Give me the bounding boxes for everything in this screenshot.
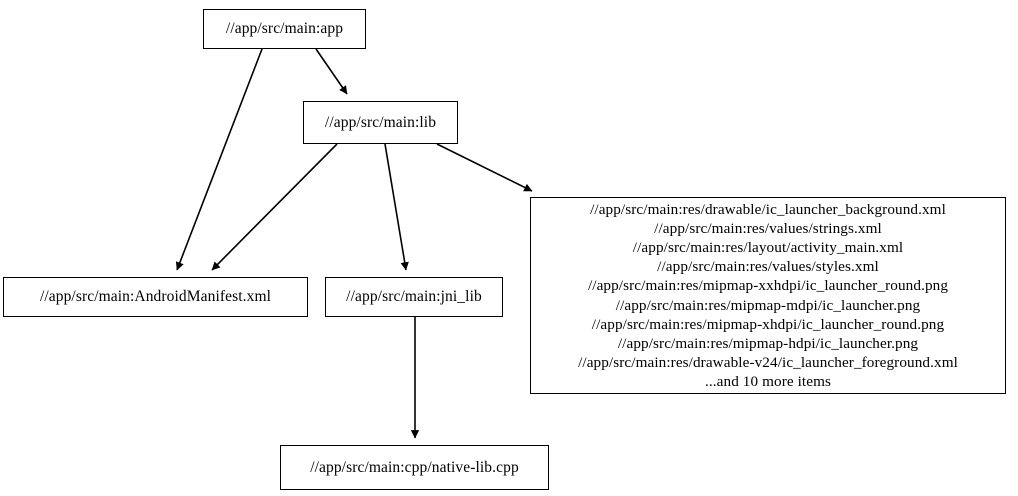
node-android-manifest-label: //app/src/main:AndroidManifest.xml xyxy=(39,288,272,306)
node-jni-lib[interactable]: //app/src/main:jni_lib xyxy=(325,277,503,317)
edge-lib-to-jni-lib xyxy=(384,143,409,271)
node-android-manifest[interactable]: //app/src/main:AndroidManifest.xml xyxy=(3,277,308,317)
node-app[interactable]: //app/src/main:app xyxy=(203,9,366,49)
node-lib[interactable]: //app/src/main:lib xyxy=(303,101,458,144)
node-native-lib-cpp[interactable]: //app/src/main:cpp/native-lib.cpp xyxy=(280,445,549,490)
edge-app-to-manifest xyxy=(175,48,263,271)
node-res-files[interactable]: //app/src/main:res/drawable/ic_launcher_… xyxy=(530,197,1006,394)
node-app-label: //app/src/main:app xyxy=(225,20,344,38)
node-jni-lib-label: //app/src/main:jni_lib xyxy=(346,288,482,306)
edge-lib-to-manifest xyxy=(211,143,338,271)
edge-lib-to-res-files xyxy=(436,143,533,192)
node-native-lib-cpp-label: //app/src/main:cpp/native-lib.cpp xyxy=(310,458,519,476)
edge-app-to-lib xyxy=(315,48,348,95)
node-res-files-label: //app/src/main:res/drawable/ic_launcher_… xyxy=(578,201,958,390)
node-lib-label: //app/src/main:lib xyxy=(324,113,437,131)
